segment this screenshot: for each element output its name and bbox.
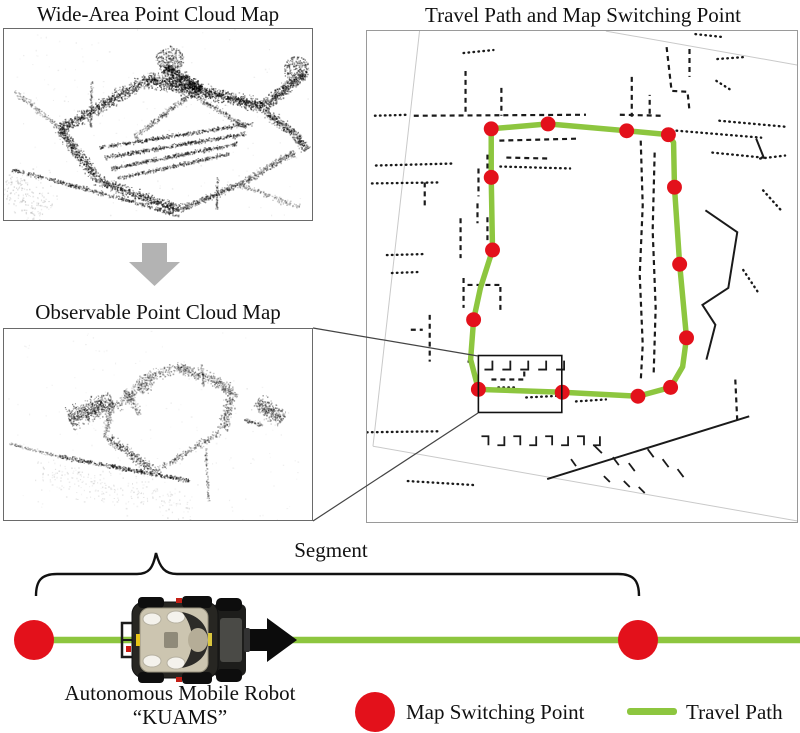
observable-point-cloud-panel <box>3 328 313 521</box>
robot-caption-line2: “KUAMS” <box>132 705 228 729</box>
map-switching-point-dot <box>619 123 635 139</box>
travel-path-legend-icon <box>627 708 677 715</box>
map-switching-point-legend-icon <box>355 692 395 732</box>
map-switching-point-dot <box>483 169 499 185</box>
segment-switching-point-dot <box>618 620 658 660</box>
map-switching-point-legend-label: Map Switching Point <box>406 700 585 724</box>
map-switching-point-dot <box>663 379 679 395</box>
motion-arrow-icon <box>245 618 297 662</box>
map-switching-point-dot <box>679 330 694 346</box>
zoom-region-rect <box>477 354 563 414</box>
scan-boundary <box>372 31 797 522</box>
map-switching-point-dot <box>540 116 556 132</box>
map-switching-point-dot <box>667 179 682 195</box>
observable-point-cloud-image <box>4 329 312 520</box>
segment-label: Segment <box>294 538 368 562</box>
segment-switching-point-dot <box>14 620 54 660</box>
segment-diagram <box>14 620 800 660</box>
map-walls-dotted <box>367 32 787 487</box>
observable-map-title: Observable Point Cloud Map <box>35 300 281 324</box>
map-switching-point-dot <box>672 256 688 272</box>
robot-caption-line1: Autonomous Mobile Robot <box>64 681 296 705</box>
map-switching-point-dot <box>630 388 646 404</box>
robot-kuams-image <box>120 596 250 684</box>
map-switching-point-dot <box>660 127 676 143</box>
map-switching-point-dot <box>485 242 500 258</box>
travel-path-legend-label: Travel Path <box>686 700 783 724</box>
wide-area-map-title: Wide-Area Point Cloud Map <box>36 2 280 26</box>
robot-caption: Autonomous Mobile Robot “KUAMS” <box>30 681 330 729</box>
travel-map-title: Travel Path and Map Switching Point <box>425 3 741 27</box>
travel-path-map <box>367 31 797 522</box>
map-walls-dashed <box>410 46 739 422</box>
travel-path-map-panel <box>366 30 798 523</box>
wide-area-point-cloud-panel <box>3 28 313 221</box>
map-switching-point-dot <box>483 121 499 137</box>
down-arrow-icon <box>129 243 180 286</box>
wide-area-point-cloud-image <box>4 29 312 220</box>
map-switching-point-dot <box>466 312 482 328</box>
map-walls-solid <box>481 138 766 494</box>
